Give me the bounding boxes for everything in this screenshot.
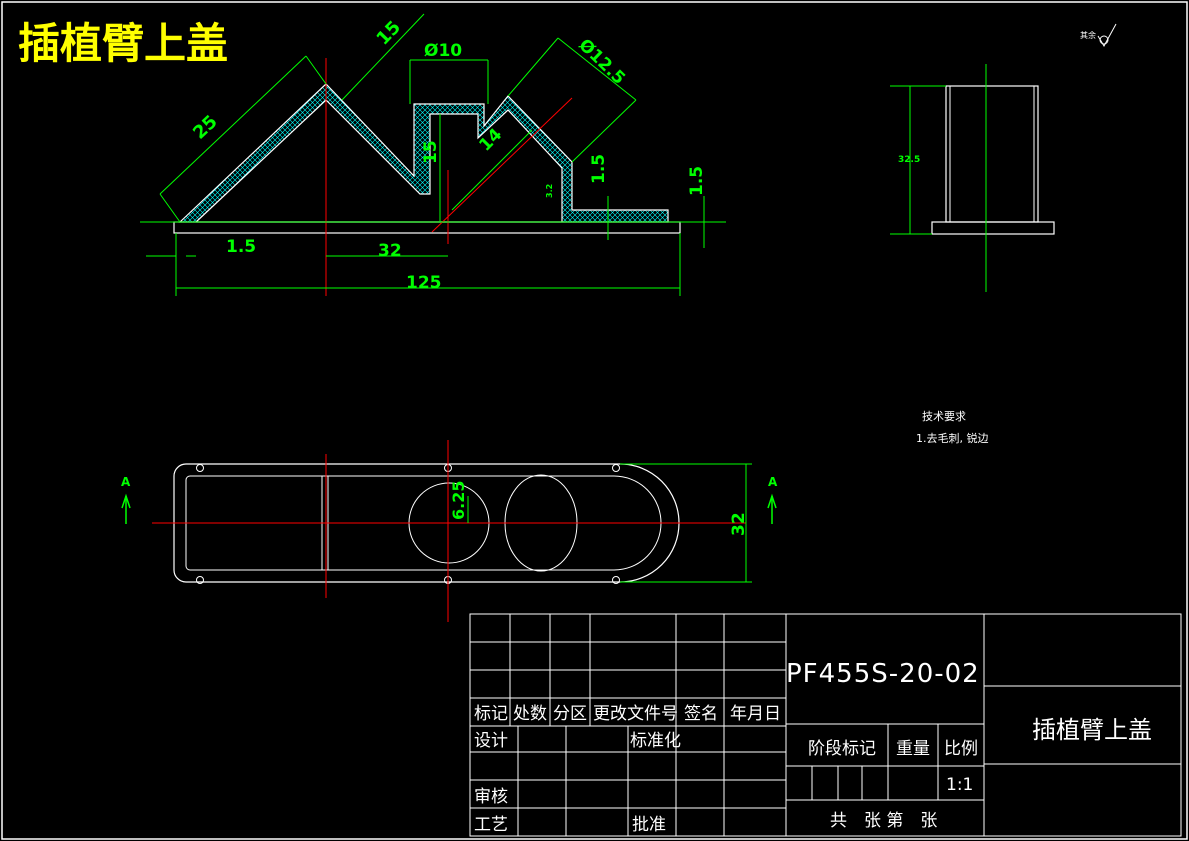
dim-phi10: Ø10 bbox=[424, 41, 462, 61]
tb-scale-value: 1:1 bbox=[946, 775, 973, 795]
tb-design: 设计 bbox=[474, 731, 508, 751]
section-arrow-right-icon bbox=[767, 493, 777, 509]
dim-1-5-bottom: 1.5 bbox=[226, 237, 256, 257]
dim-15-top: 15 bbox=[372, 17, 405, 50]
tb-mark: 标记 bbox=[474, 704, 508, 724]
tb-count: 处数 bbox=[513, 704, 547, 724]
tb-approve: 批准 bbox=[632, 815, 666, 835]
dim-15-vert: 15 bbox=[421, 140, 441, 164]
tb-process: 工艺 bbox=[474, 815, 508, 835]
hatched-section bbox=[178, 83, 669, 223]
tb-zone: 分区 bbox=[553, 704, 587, 724]
side-view: 32.5 bbox=[890, 64, 1055, 292]
drawing-title: 插植臂上盖 bbox=[18, 19, 228, 68]
tb-standardize: 标准化 bbox=[630, 731, 681, 751]
drawing-number: PF455S-20-02 bbox=[786, 659, 980, 689]
tb-sign: 签名 bbox=[684, 704, 718, 724]
base-plate bbox=[173, 221, 681, 234]
roughness-3-2: 3.2 bbox=[545, 184, 554, 198]
section-label-left: A bbox=[121, 475, 131, 489]
roughness-label: 其余 bbox=[1080, 30, 1096, 40]
centerline-diagonal bbox=[431, 97, 573, 233]
tb-change-doc: 更改文件号 bbox=[593, 704, 678, 724]
dim-32-top: 32 bbox=[729, 512, 749, 536]
dim-6-25: 6.25 bbox=[449, 481, 468, 520]
dim-32-5: 32.5 bbox=[898, 155, 920, 165]
tb-weight: 重量 bbox=[896, 739, 930, 759]
tb-review: 审核 bbox=[474, 787, 508, 807]
tb-date: 年月日 bbox=[730, 704, 781, 724]
tech-req-item1: 1.去毛刺, 锐边 bbox=[916, 431, 989, 445]
dim-1-5-far: 1.5 bbox=[687, 166, 707, 196]
dim-32: 32 bbox=[378, 241, 402, 261]
section-label-right: A bbox=[768, 475, 778, 489]
tb-scale-label: 比例 bbox=[944, 739, 978, 759]
dim-25: 25 bbox=[189, 111, 222, 143]
dim-phi12-5: Ø12.5 bbox=[575, 35, 629, 89]
dim-125: 125 bbox=[406, 273, 442, 293]
tb-stage-mark: 阶段标记 bbox=[808, 739, 876, 759]
tb-sheets: 共 张 第 张 bbox=[830, 811, 937, 831]
top-view: 6.25 32 A A bbox=[121, 440, 778, 622]
part-name: 插植臂上盖 bbox=[1032, 716, 1152, 744]
section-arrow-left-icon bbox=[121, 493, 131, 509]
roughness-circle-icon bbox=[1099, 35, 1109, 45]
title-block bbox=[469, 613, 1182, 837]
dim-1-5-right: 1.5 bbox=[589, 154, 609, 184]
tech-req-heading: 技术要求 bbox=[922, 410, 966, 423]
